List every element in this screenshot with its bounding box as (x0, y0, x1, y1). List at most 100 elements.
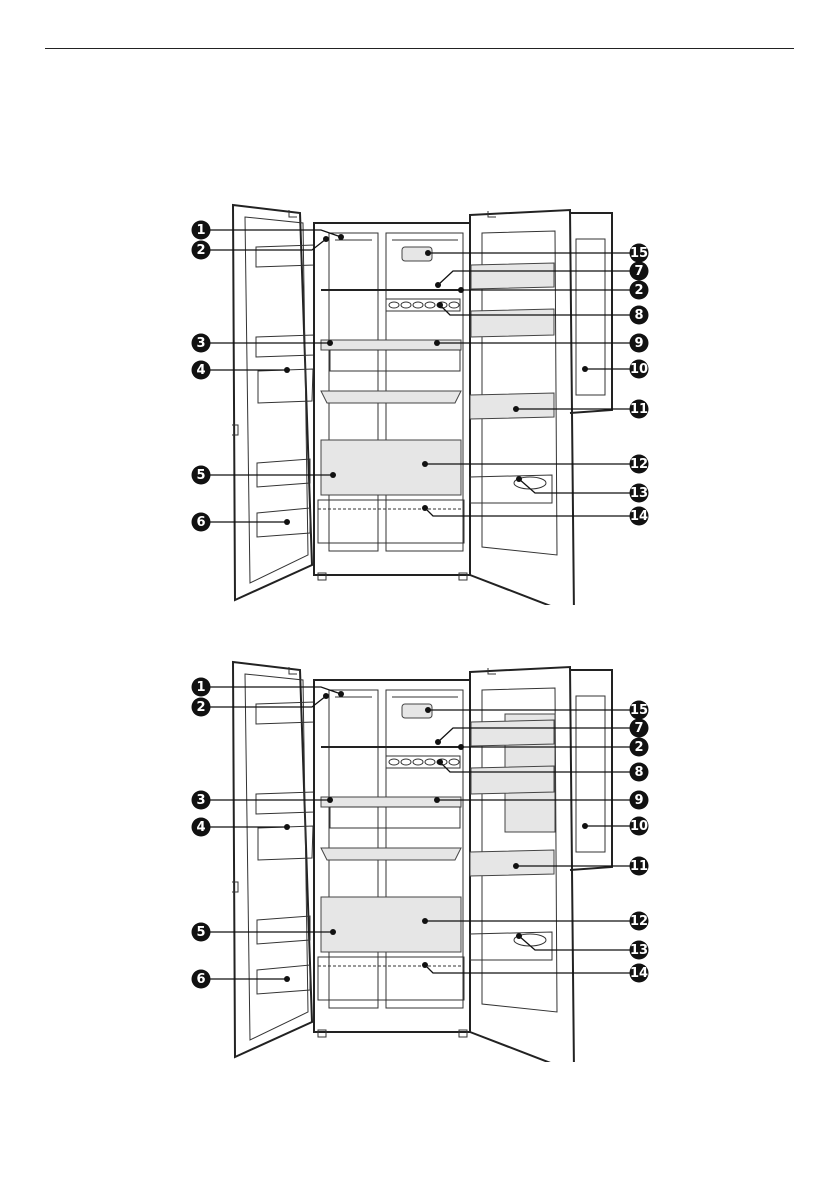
callout-7: 15 (425, 244, 649, 263)
shelf-glass-1 (321, 797, 461, 807)
callout-number: 13 (630, 486, 648, 501)
callout-4: 4 (192, 818, 291, 837)
callout-number: 6 (196, 515, 205, 530)
bottle-slot (425, 302, 435, 308)
callout-dot (435, 282, 441, 288)
callout-number: 2 (196, 243, 205, 258)
right-door-panel-inner (576, 696, 605, 852)
callout-number: 2 (634, 283, 643, 298)
shelf-glass-1 (321, 340, 461, 350)
fridge-drawing (232, 205, 612, 605)
callout-dot (437, 759, 443, 765)
callout-leader (519, 479, 639, 493)
callout-dot (284, 519, 290, 525)
freezer-bin-2 (471, 766, 554, 794)
callout-leader (519, 936, 639, 950)
callout-11: 9 (434, 334, 649, 353)
door-bin-lower-1 (257, 916, 310, 944)
bottle-slot (449, 302, 459, 308)
left-door-inner (245, 217, 308, 583)
callout-dot (516, 476, 522, 482)
bottle-slot (401, 302, 411, 308)
callout-12: 10 (582, 817, 649, 836)
callout-dot (458, 287, 464, 293)
callout-15: 13 (516, 476, 649, 503)
bottle-slot (449, 759, 459, 765)
callout-number: 2 (196, 700, 205, 715)
bottle-slot (389, 759, 399, 765)
fridge-diagram-1: 1234561572891011121314 (0, 195, 840, 605)
callout-leader (425, 965, 639, 973)
callout-12: 10 (582, 360, 649, 379)
door-bin-top (256, 702, 314, 724)
callout-16: 14 (422, 505, 649, 526)
bottle-slot (389, 302, 399, 308)
callout-number: 10 (630, 819, 648, 834)
callout-dot (284, 824, 290, 830)
door-bin-lower-1 (257, 459, 310, 487)
bottom-drawer (318, 500, 464, 543)
door-bin-top (256, 245, 314, 267)
bottle-slot (425, 759, 435, 765)
crisper-drawer (321, 440, 461, 495)
callout-dot (422, 918, 428, 924)
freezer-bin-3 (470, 850, 554, 876)
callout-dot (338, 691, 344, 697)
callout-number: 14 (630, 966, 648, 981)
callout-15: 13 (516, 933, 649, 960)
callout-dot (330, 929, 336, 935)
callout-dot (323, 693, 329, 699)
callout-dot (422, 505, 428, 511)
shelf-glass-2 (321, 848, 461, 860)
callout-number: 3 (196, 336, 205, 351)
callout-6: 6 (192, 513, 291, 532)
header-rule (45, 48, 794, 49)
callout-number: 15 (630, 246, 648, 261)
callout-dot (513, 863, 519, 869)
callout-dot (330, 472, 336, 478)
callout-number: 10 (630, 362, 648, 377)
callout-dot (458, 744, 464, 750)
callout-leader (201, 687, 341, 694)
callout-number: 4 (196, 363, 205, 378)
callout-number: 3 (196, 793, 205, 808)
callout-number: 6 (196, 972, 205, 987)
callout-dot (327, 340, 333, 346)
callout-number: 14 (630, 509, 648, 524)
callout-number: 1 (196, 223, 205, 238)
callout-dot (284, 367, 290, 373)
bottle-slot (413, 759, 423, 765)
crisper-drawer (321, 897, 461, 952)
callout-leader (201, 230, 341, 237)
bottle-slot (401, 759, 411, 765)
callout-number: 5 (196, 468, 205, 483)
callout-dot (327, 797, 333, 803)
callout-6: 6 (192, 970, 291, 989)
callout-dot (284, 976, 290, 982)
left-door-inner (245, 674, 308, 1040)
callout-dot (582, 823, 588, 829)
callout-dot (434, 340, 440, 346)
shelf-glass-2 (321, 391, 461, 403)
callout-dot (425, 250, 431, 256)
callout-number: 4 (196, 820, 205, 835)
callout-dot (323, 236, 329, 242)
callout-number: 1 (196, 680, 205, 695)
freezer-bin-2 (471, 309, 554, 337)
callout-leader (201, 696, 326, 707)
callout-dot (422, 962, 428, 968)
callout-number: 13 (630, 943, 648, 958)
callout-2: 2 (192, 236, 330, 260)
callout-number: 2 (634, 740, 643, 755)
callout-dot (516, 933, 522, 939)
freezer-bin-3 (470, 393, 554, 419)
shelf-drawer (330, 350, 460, 371)
callout-number: 15 (630, 703, 648, 718)
callout-number: 5 (196, 925, 205, 940)
callout-dot (582, 366, 588, 372)
callout-dot (422, 461, 428, 467)
callout-16: 14 (422, 962, 649, 983)
shelf-drawer (330, 807, 460, 828)
callout-number: 8 (634, 308, 643, 323)
callout-number: 8 (634, 765, 643, 780)
